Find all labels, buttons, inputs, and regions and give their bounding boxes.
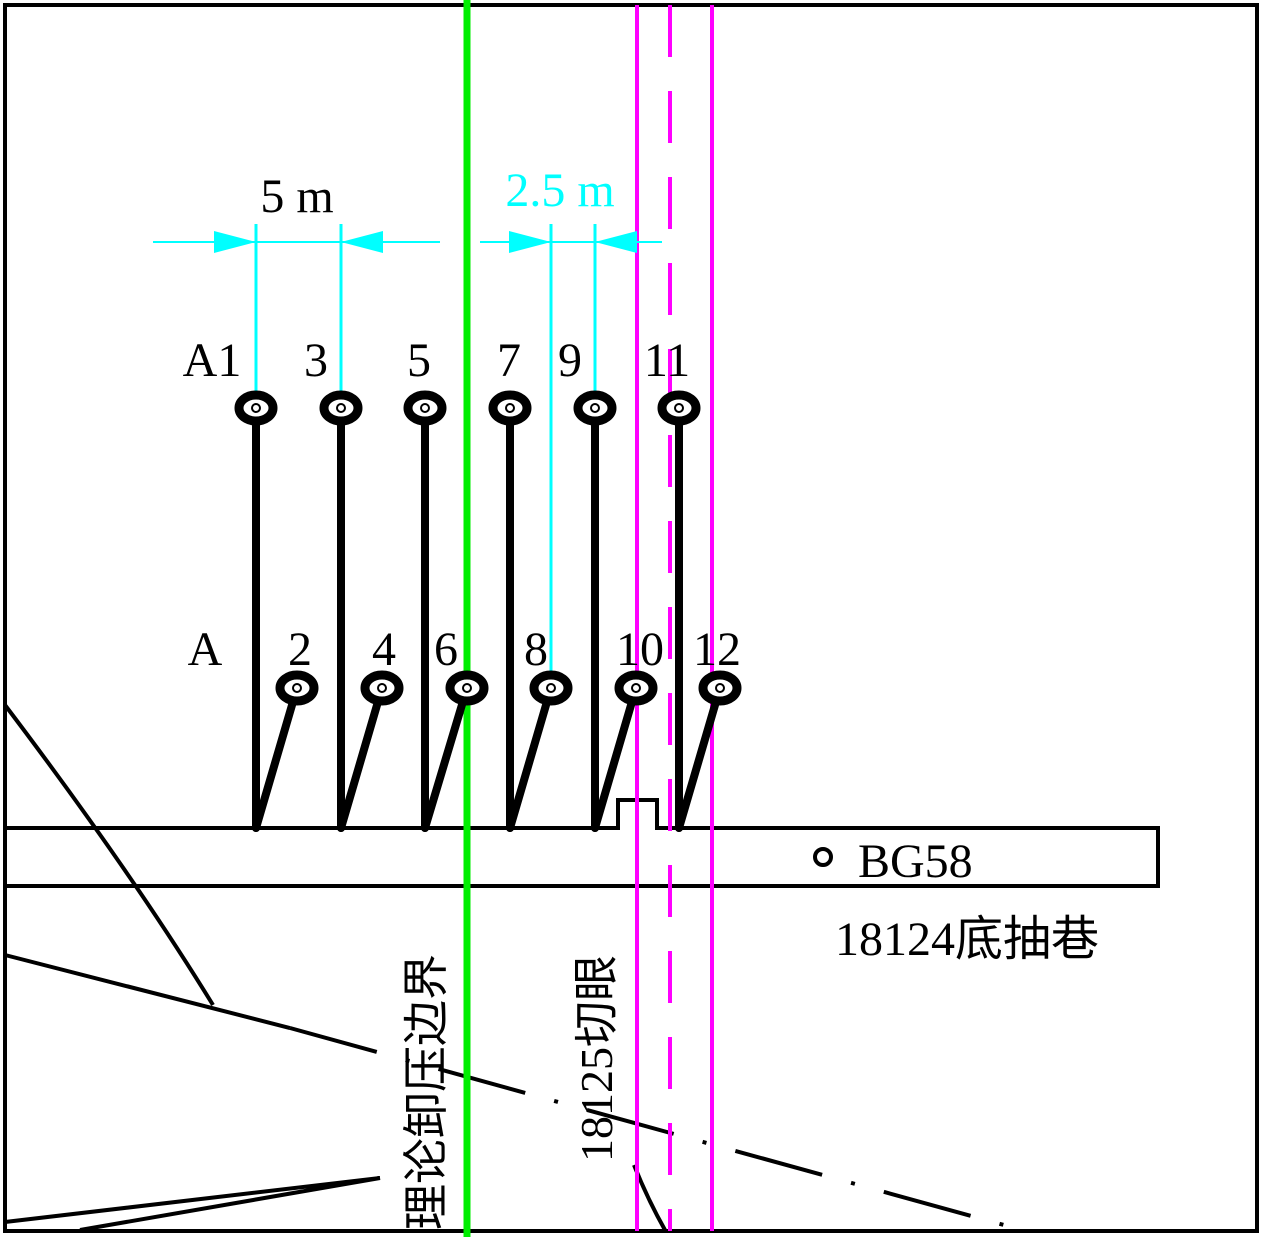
borehole-trace-lower <box>506 684 555 832</box>
dimension-5m <box>153 224 440 400</box>
borehole-trace-lower <box>252 684 301 832</box>
hole-label: 6 <box>434 623 458 676</box>
borehole-trace-lower <box>675 684 724 832</box>
dimension-label-2-5m: 2.5 m <box>505 164 614 217</box>
hole-label: 7 <box>497 334 521 387</box>
fault-curve <box>3 703 215 1007</box>
roadway-outline <box>5 798 1160 888</box>
borehole-center-icon <box>377 683 387 693</box>
arrow-left-icon <box>341 231 383 253</box>
borehole-center-icon <box>336 403 346 413</box>
fault-line <box>4 953 291 1030</box>
borehole-center-icon <box>420 403 430 413</box>
borehole-center-icon <box>251 403 261 413</box>
roadway-label: 18124底抽巷 <box>835 913 1099 966</box>
wedge-lines <box>4 1176 381 1232</box>
hole-label: 9 <box>558 334 582 387</box>
dimension-label-5m: 5 m <box>260 170 333 223</box>
hole-label: A1 <box>183 334 242 387</box>
hole-label: 4 <box>372 623 396 676</box>
hole-label: 8 <box>524 623 548 676</box>
arrow-left-icon <box>595 231 637 253</box>
arrow-right-icon <box>214 231 256 253</box>
borehole-trace-lower <box>591 684 640 832</box>
borehole-center-icon <box>674 403 684 413</box>
borehole-center-icon <box>546 683 556 693</box>
borehole-trace-lower <box>421 684 471 832</box>
fault-dashdot-line <box>289 1026 1023 1232</box>
borehole-center-icon <box>590 403 600 413</box>
hole-label: 10 <box>616 623 664 676</box>
cut-hole-label: 18125切眼 <box>571 955 622 1162</box>
station-label: BG58 <box>858 835 973 888</box>
hole-label: 11 <box>644 334 690 387</box>
borehole-center-icon <box>292 683 302 693</box>
hole-label: 5 <box>407 334 431 387</box>
hole-label: 12 <box>693 623 741 676</box>
borehole-center-icon <box>715 683 725 693</box>
station-marker-icon <box>813 847 833 867</box>
borehole-center-icon <box>631 683 641 693</box>
arrow-right-icon <box>509 231 551 253</box>
borehole-center-icon <box>462 683 472 693</box>
borehole-center-icon <box>505 403 515 413</box>
boundary-label: 理论卸压边界 <box>401 954 452 1230</box>
frame <box>3 3 1259 1233</box>
hole-label: 2 <box>288 623 312 676</box>
hole-label: 3 <box>304 334 328 387</box>
hole-label: A <box>188 623 223 676</box>
borehole-trace-lower <box>337 684 386 832</box>
dimension-2-5m <box>480 224 662 680</box>
boreholes <box>234 390 742 832</box>
